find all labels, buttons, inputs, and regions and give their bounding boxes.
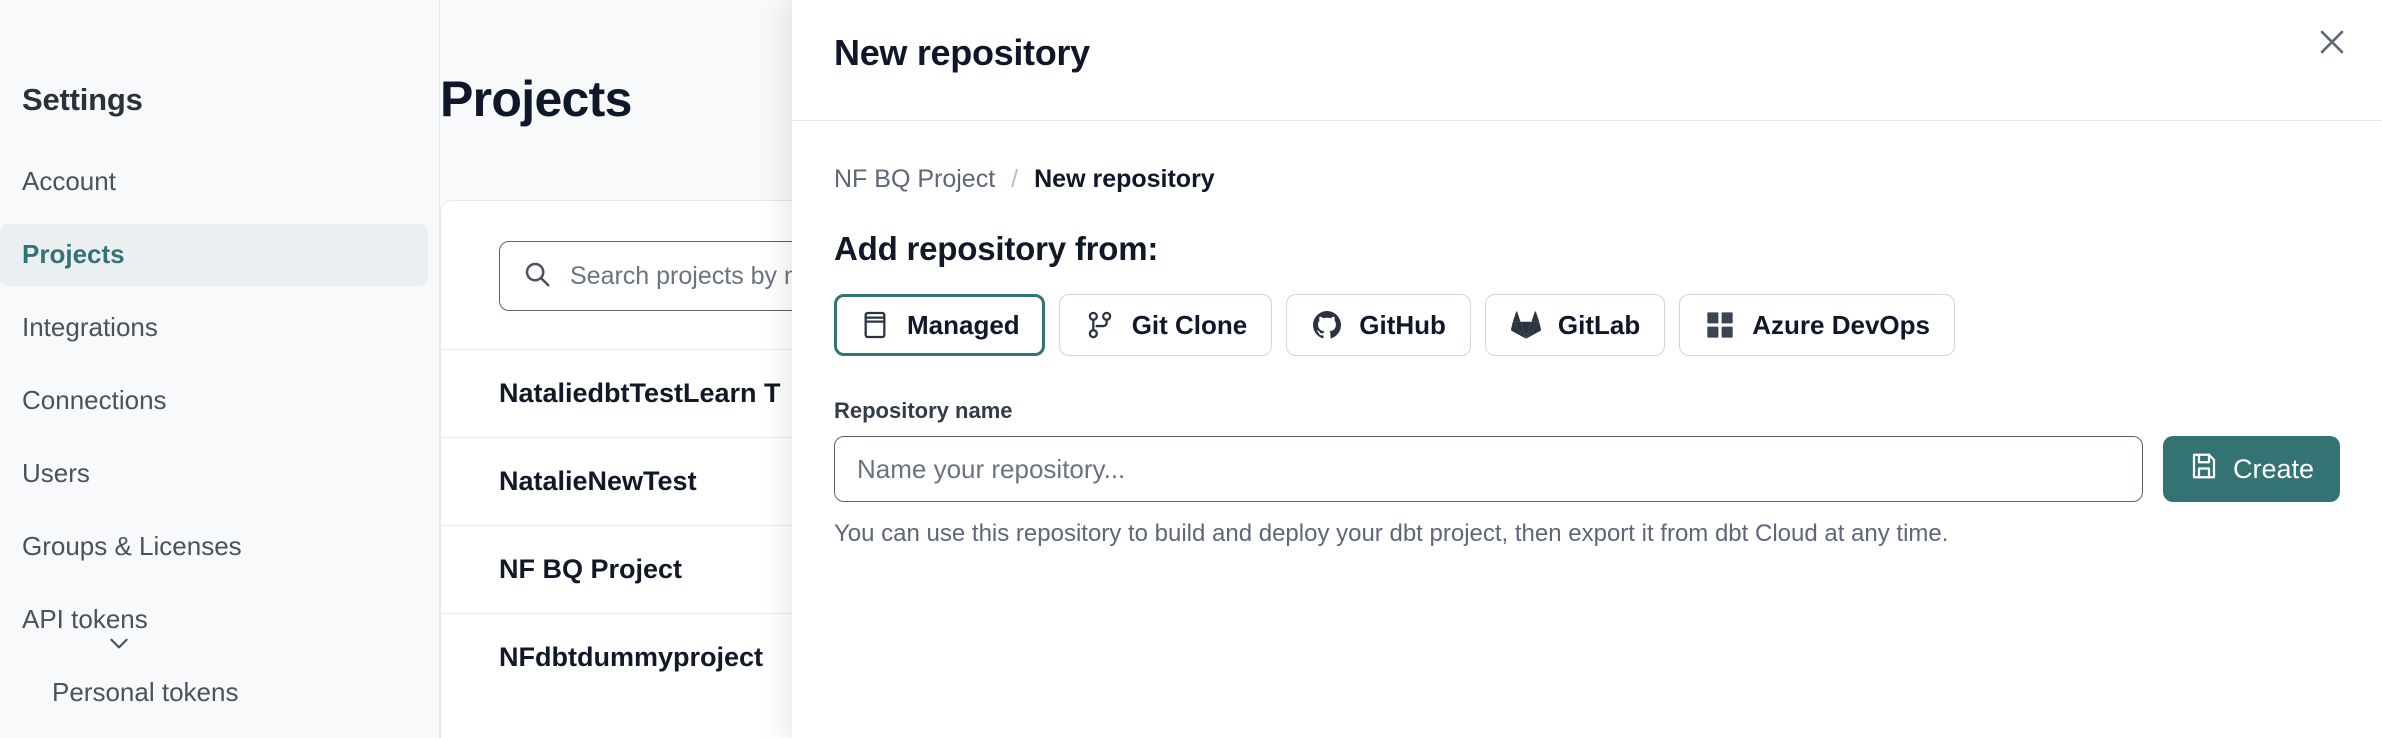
modal-title: New repository [834,32,1090,73]
project-name: NFdbtdummyproject [499,642,764,672]
azure-devops-icon [1704,309,1736,341]
sidebar-item-label: Account [22,166,116,196]
sidebar-item-label: Integrations [22,312,158,342]
chevron-down-icon[interactable] [106,630,132,656]
sidebar-item-account[interactable]: Account [0,145,440,218]
project-name: NataliedbtTestLearn T [499,378,781,408]
project-name: NF BQ Project [499,554,683,584]
repo-source-label: Azure DevOps [1752,309,1930,340]
breadcrumb-parent-link[interactable]: NF BQ Project [834,165,996,193]
repository-name-label: Repository name [834,398,1013,423]
add-repository-heading: Add repository from: [834,230,1159,267]
sidebar-item-label: Personal tokens [52,677,239,707]
sidebar-item-label: Users [22,458,90,488]
page-title: Projects [440,71,632,127]
sidebar-item-label: Groups & Licenses [22,531,242,561]
sidebar-item-api-tokens[interactable]: API tokens [0,583,440,656]
sidebar-item-label: Connections [22,385,167,415]
breadcrumb-current: New repository [1034,165,1215,193]
gitlab-icon [1510,309,1542,341]
sidebar-item-groups-licenses[interactable]: Groups & Licenses [0,510,440,583]
modal-body: NF BQ Project / New repository Add repos… [792,165,2382,548]
sidebar-item-label: Projects [22,239,125,269]
create-button[interactable]: Create [2162,436,2340,502]
repository-name-input[interactable] [834,436,2143,502]
sidebar-item-personal-tokens[interactable]: Personal tokens [0,656,440,729]
repo-source-managed[interactable]: Managed [834,294,1045,356]
repo-source-label: Managed [907,309,1020,340]
git-clone-icon [1084,309,1116,341]
sidebar-item-projects[interactable]: Projects [0,218,440,291]
managed-icon [859,309,891,341]
repository-source-options: Managed Git Clone GitHub GitLab Azure DevOps [834,294,2340,356]
save-icon [2189,451,2219,488]
sidebar-item-integrations[interactable]: Integrations [0,291,440,364]
repo-source-git-clone[interactable]: Git Clone [1058,294,1273,356]
breadcrumb-separator: / [1011,165,1019,193]
repo-source-label: Git Clone [1131,309,1248,340]
sidebar-item-label: API tokens [22,604,148,634]
github-icon [1311,309,1343,341]
sidebar-item-connections[interactable]: Connections [0,364,440,437]
sidebar-title: Settings [22,82,143,117]
sidebar-item-users[interactable]: Users [0,437,440,510]
create-button-label: Create [2232,453,2314,484]
breadcrumb: NF BQ Project / New repository [834,165,2340,194]
repo-source-label: GitHub [1359,309,1446,340]
repository-helper-text: You can use this repository to build and… [834,520,1949,547]
project-name: NatalieNewTest [499,466,697,496]
repo-source-github[interactable]: GitHub [1286,294,1471,356]
repo-source-label: GitLab [1557,309,1641,340]
repo-source-azure-devops[interactable]: Azure DevOps [1679,294,1955,356]
repository-name-row: Create [834,436,2340,502]
close-icon[interactable] [2304,14,2360,70]
search-icon [522,259,552,294]
modal-header: New repository [792,0,2382,121]
repo-source-gitlab[interactable]: GitLab [1484,294,1666,356]
new-repository-modal: New repository NF BQ Project / New repos… [792,0,2382,738]
